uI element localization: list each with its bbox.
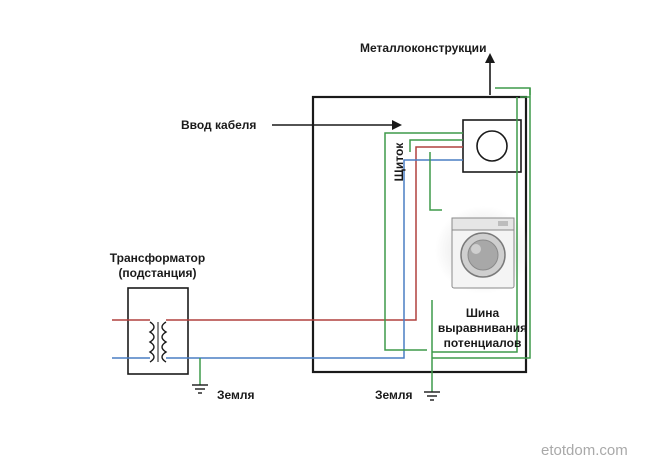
transformer-coil-icon [127,287,189,375]
ground-wire [432,88,531,359]
bus-label-line3: потенциалов [443,336,522,350]
ground-wire [432,97,518,353]
bus-label-line2: выравнивания [437,321,528,335]
meter-icon [462,119,522,173]
transformer-label-line1: Трансформатор [109,251,206,265]
watermark: etotdom.com [541,442,628,459]
ground-wire [384,132,463,351]
neutral-wire [166,159,463,359]
bus-label-line1: Шина [465,306,500,320]
ground-wire [495,87,531,95]
ground-label-left: Земля [217,388,255,402]
washing-machine-icon [435,206,531,294]
panel-label: Щиток [392,142,406,182]
ground-symbol-icon [424,391,440,401]
ground-wire [429,152,442,211]
ground-symbol-icon [192,384,208,394]
ground-label-right: Земля [375,388,413,402]
phase-wire [166,146,463,321]
cable-entry-label: Ввод кабеля [181,118,257,132]
metal-structures-label: Металлоконструкции [360,41,487,55]
transformer-label-line2: (подстанция) [118,266,197,280]
ground-wire [409,139,463,152]
